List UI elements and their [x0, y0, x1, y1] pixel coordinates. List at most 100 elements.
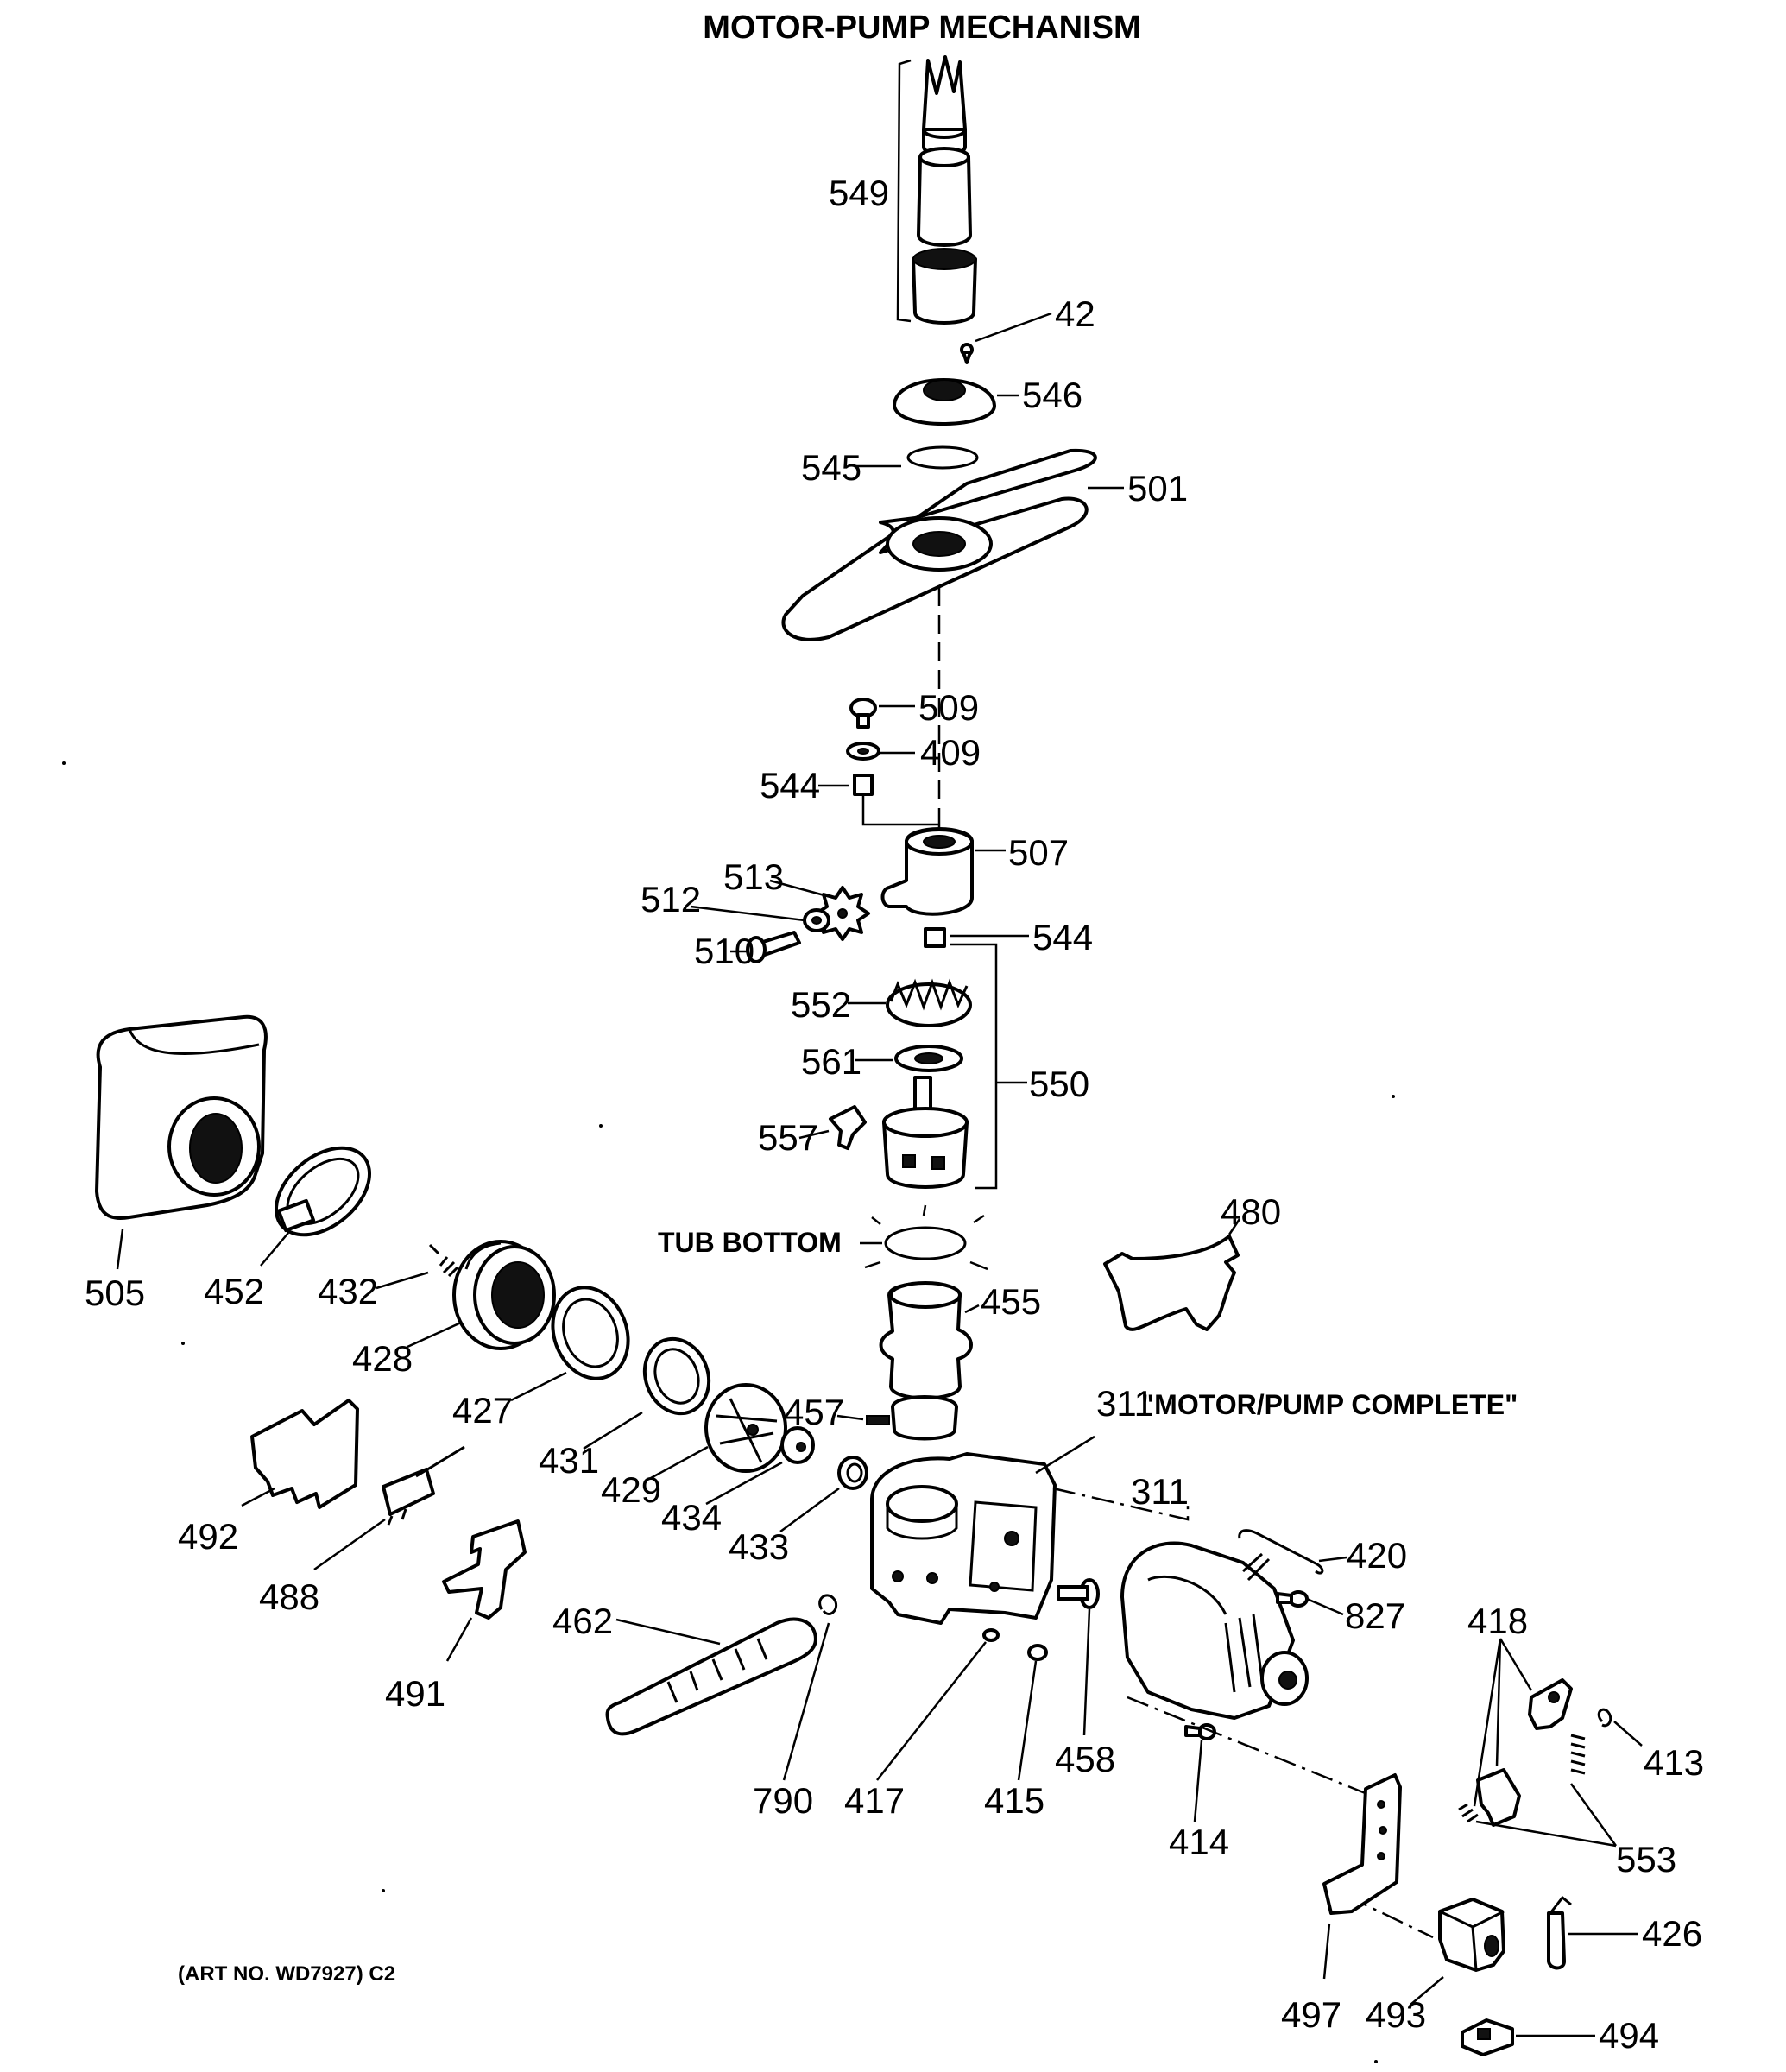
part-512-washer [803, 908, 830, 932]
part-553-spring-a [1570, 1734, 1586, 1775]
callout-510: 510 [694, 931, 754, 971]
part-432-spring [428, 1243, 459, 1278]
scan-specks [62, 761, 1395, 2063]
part-509-screw [849, 698, 877, 729]
callout-544-top: 544 [760, 765, 820, 805]
diagram-title: MOTOR-PUMP MECHANISM [703, 9, 1140, 46]
callout-552: 552 [791, 984, 851, 1025]
part-492-bracket [250, 1399, 359, 1509]
part-790-clip [818, 1594, 838, 1615]
part-549-tube-assembly [912, 55, 977, 325]
part-553-spring-b [1458, 1803, 1479, 1823]
part-544-plug-bottom [924, 927, 946, 948]
callout-492: 492 [178, 1516, 238, 1557]
part-493-solenoid [1438, 1898, 1505, 1972]
part-501-spray-arm [781, 448, 1097, 641]
part-434-cap [780, 1426, 815, 1464]
part-415-nut [1027, 1644, 1048, 1661]
part-494-bracket [1461, 2018, 1514, 2056]
part-310-motor [1120, 1541, 1309, 1720]
part-452-clamp-ring [274, 1146, 372, 1237]
callout-493: 493 [1366, 1994, 1426, 2035]
callout-429: 429 [601, 1469, 661, 1510]
callout-418: 418 [1467, 1601, 1528, 1641]
part-433-bushing [837, 1456, 868, 1490]
part-409-washer [846, 742, 880, 761]
callout-491: 491 [385, 1673, 445, 1714]
part-417-washer [982, 1628, 1000, 1642]
callout-501: 501 [1127, 468, 1188, 509]
part-497-bracket [1322, 1773, 1402, 1915]
callout-513: 513 [723, 856, 784, 897]
part-427-ring [551, 1286, 630, 1380]
callout-427: 427 [452, 1390, 513, 1431]
callout-413: 413 [1644, 1742, 1704, 1783]
callout-426: 426 [1642, 1913, 1702, 1954]
part-458-grommet [1057, 1578, 1100, 1609]
callout-790: 790 [753, 1780, 813, 1821]
motor-pump-complete-label: "MOTOR/PUMP COMPLETE" [1141, 1389, 1518, 1420]
part-480-deflector [1103, 1235, 1240, 1331]
callout-431: 431 [539, 1440, 599, 1481]
part-491-bracket [442, 1519, 527, 1620]
callout-512: 512 [641, 879, 701, 919]
part-552-spring-ring [886, 978, 972, 1027]
callout-545: 545 [801, 447, 861, 488]
callout-507: 507 [1008, 832, 1069, 873]
part-544-plug-top [853, 774, 874, 796]
part-510-shaft [746, 931, 801, 963]
callout-433: 433 [729, 1526, 789, 1567]
part-429-impeller [704, 1383, 787, 1473]
tub-bottom-label: TUB BOTTOM [658, 1227, 842, 1258]
callout-561: 561 [801, 1041, 861, 1082]
callout-505: 505 [85, 1273, 145, 1313]
callout-827: 827 [1345, 1595, 1405, 1636]
callout-311: 311 [1096, 1383, 1154, 1424]
part-545-ring [906, 445, 979, 470]
callout-455: 455 [981, 1281, 1041, 1322]
part-418-bracket-b [1476, 1768, 1521, 1827]
art-number: (ART NO. WD7927) C2 [178, 1962, 395, 1986]
callout-488: 488 [259, 1576, 319, 1617]
callout-494: 494 [1599, 2015, 1659, 2056]
callout-544-bottom: 544 [1032, 917, 1093, 957]
callout-452: 452 [204, 1271, 264, 1311]
callout-553: 553 [1616, 1839, 1676, 1879]
part-426-pin [1547, 1895, 1572, 1970]
part-431-ring [642, 1336, 711, 1416]
bracket-549 [896, 59, 912, 323]
callout-462: 462 [552, 1601, 613, 1641]
callout-428: 428 [352, 1338, 413, 1379]
tub-bottom-ring [884, 1226, 967, 1260]
callout-420: 420 [1347, 1535, 1407, 1576]
part-311-pump-housing [870, 1452, 1057, 1625]
part-455-bellows [879, 1281, 973, 1400]
callout-458: 458 [1055, 1739, 1115, 1779]
part-413-clip [1597, 1708, 1612, 1728]
part-428-filter [452, 1240, 556, 1350]
callout-497: 497 [1281, 1994, 1341, 2035]
part-488-switch [382, 1445, 465, 1526]
callout-310: 311 [1131, 1471, 1189, 1512]
callout-557: 557 [758, 1117, 818, 1158]
callout-546: 546 [1022, 375, 1082, 415]
callout-550: 550 [1029, 1064, 1089, 1104]
part-505-duct [95, 1014, 268, 1220]
part-550-pump-base [882, 1076, 969, 1189]
callout-432: 432 [318, 1271, 378, 1311]
callout-417: 417 [844, 1780, 905, 1821]
callout-480: 480 [1221, 1191, 1281, 1232]
callout-415: 415 [984, 1780, 1044, 1821]
part-420-wire [1238, 1529, 1324, 1575]
callout-434: 434 [661, 1497, 722, 1538]
part-42-screw [960, 343, 974, 364]
callout-457: 457 [784, 1392, 844, 1432]
part-457-clamp [866, 1395, 958, 1441]
part-557-clip [829, 1105, 867, 1150]
part-462-hose [605, 1617, 817, 1736]
callout-414: 414 [1169, 1822, 1229, 1862]
part-827-screw [1276, 1590, 1309, 1608]
part-418-bracket-a [1528, 1678, 1573, 1730]
motor-group-line [1052, 1487, 1190, 1521]
